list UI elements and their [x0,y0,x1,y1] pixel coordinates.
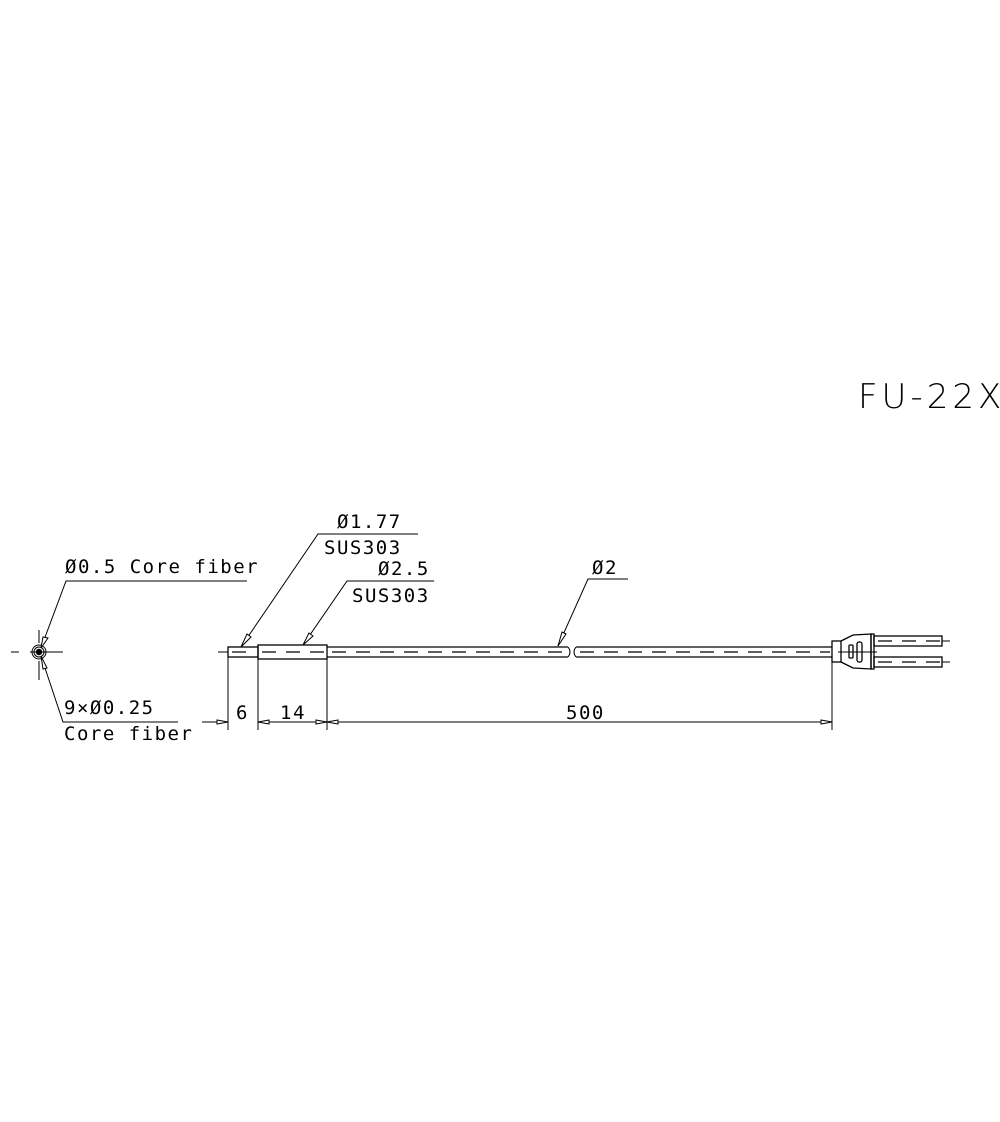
label-cable-diameter: Ø2 [592,557,618,579]
leader-tip [240,533,418,648]
cable [327,646,832,658]
label-core-fiber-outer: Core fiber [64,723,193,745]
label-sleeve-diameter: Ø2.5 [378,558,430,580]
dimension-cable-length: 500 [566,702,605,724]
fiber-end-view [11,630,63,680]
dimension-lines [202,657,833,730]
leader-sleeve [302,580,434,646]
label-core-fiber-count: 9×Ø0.25 [64,697,155,719]
probe-sleeve [257,644,328,660]
label-sleeve-material: SUS303 [352,585,430,607]
label-core-fiber-center: Ø0.5 Core fiber [65,556,259,578]
model-title: FU-22X [858,377,1000,417]
label-tip-diameter: Ø1.77 [337,511,402,533]
leader-cable [557,578,628,647]
leader-core-fiber-outer [40,655,178,723]
dimension-tip-length: 6 [236,702,249,724]
probe-tip [218,646,259,658]
dimension-sleeve-length: 14 [280,702,306,724]
leader-core-fiber-center [40,580,247,649]
label-tip-material: SUS303 [324,537,402,559]
connector [831,633,950,670]
